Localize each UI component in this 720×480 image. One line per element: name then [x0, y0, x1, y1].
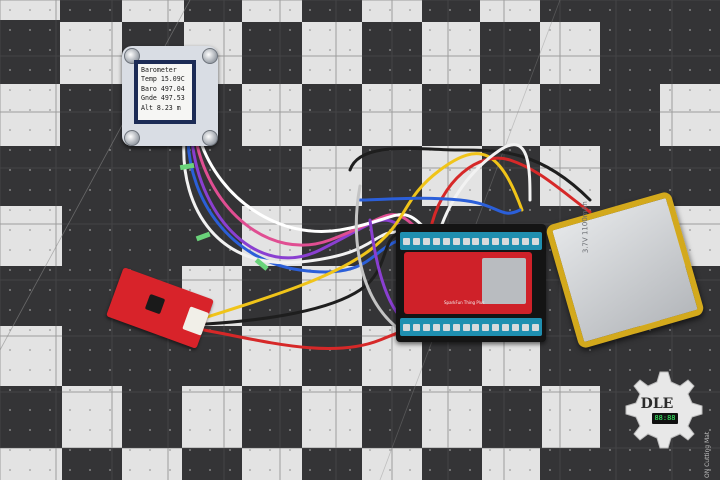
screw-icon: [124, 130, 140, 146]
oled-line-gnde: Gnde 497.53: [141, 94, 185, 103]
screw-icon: [202, 130, 218, 146]
oled-line-alt: Alt 8.23 m: [141, 103, 181, 112]
dle-logo-clock: 88:88: [652, 413, 678, 424]
oled-line-baro: Baro 497.04: [141, 84, 185, 93]
esp32-board: SparkFun Thing Plus: [404, 252, 532, 314]
esp-board-label: SparkFun Thing Plus: [444, 300, 485, 305]
terminal-block-bottom: [400, 318, 542, 336]
oled-display-module: Barometer Temp 15.09C Baro 497.04 Gnde 4…: [122, 46, 218, 146]
oled-line-title: Barometer: [141, 66, 177, 74]
sensor-chip: [144, 293, 166, 315]
dle-logo-text: DLE: [640, 396, 674, 412]
battery-label: 3.7V 1100mAh: [580, 201, 590, 254]
oled-screen: Barometer Temp 15.09C Baro 497.04 Gnde 4…: [134, 60, 196, 124]
terminal-block-top: [400, 232, 542, 250]
esp32-module: [482, 258, 526, 304]
oled-line-temp: Temp 15.09C: [141, 75, 185, 84]
screw-icon: [202, 48, 218, 64]
mat-print: ON Cutting Mat: [704, 431, 711, 478]
